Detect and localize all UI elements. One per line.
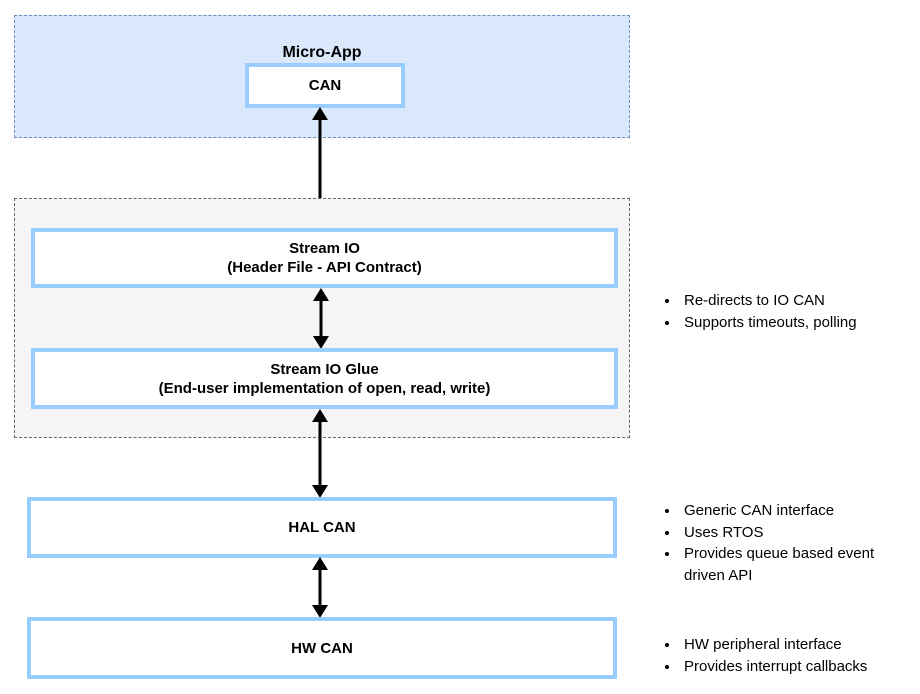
arrow-shaft <box>318 118 322 218</box>
arrowhead-up-icon <box>312 107 328 120</box>
arrow-shaft <box>318 568 322 607</box>
notes-stream-io: Re-directs to IO CAN Supports timeouts, … <box>662 290 908 333</box>
arrow-shaft <box>318 420 322 487</box>
stream-io-glue-box: Stream IO Glue (End-user implementation … <box>31 348 618 409</box>
note-item: Generic CAN interface <box>680 500 908 522</box>
arrow-halcan-hwcan <box>311 557 329 618</box>
arrowhead-up-icon <box>312 557 328 570</box>
arrowhead-down-icon <box>312 605 328 618</box>
note-item: Provides queue based event driven API <box>680 543 908 586</box>
note-item: Re-directs to IO CAN <box>680 290 908 312</box>
hw-can-box: HW CAN <box>27 617 617 679</box>
arrowhead-down-icon <box>312 485 328 498</box>
notes-hal-can: Generic CAN interface Uses RTOS Provides… <box>662 500 908 586</box>
note-item: Supports timeouts, polling <box>680 312 908 334</box>
hal-can-box: HAL CAN <box>27 497 617 558</box>
can-label: CAN <box>308 77 342 94</box>
arrow-streamio-glue <box>312 288 330 349</box>
notes-hw-can: HW peripheral interface Provides interru… <box>662 634 908 677</box>
stream-io-label-line2: (Header File - API Contract) <box>227 259 422 276</box>
hw-can-label: HW CAN <box>291 639 353 657</box>
arrowhead-up-icon <box>312 409 328 422</box>
arrow-glue-halcan <box>311 409 329 498</box>
note-item: Uses RTOS <box>680 522 908 544</box>
arrow-shaft <box>319 299 323 338</box>
note-item: HW peripheral interface <box>680 634 908 656</box>
can-box: CAN <box>245 63 405 108</box>
micro-app-title: Micro-App <box>282 44 362 61</box>
stream-io-container: Stream IO (Header File - API Contract) S… <box>14 198 630 438</box>
stream-io-glue-label-line2: (End-user implementation of open, read, … <box>158 379 491 397</box>
hal-can-label: HAL CAN <box>288 519 356 536</box>
stream-io-box: Stream IO (Header File - API Contract) <box>31 228 618 288</box>
stream-io-glue-label-line1: Stream IO Glue <box>270 360 379 378</box>
stream-io-label-line1: Stream IO <box>289 240 360 257</box>
arrowhead-up-icon <box>313 288 329 301</box>
arrowhead-down-icon <box>313 336 329 349</box>
note-item: Provides interrupt callbacks <box>680 656 908 678</box>
